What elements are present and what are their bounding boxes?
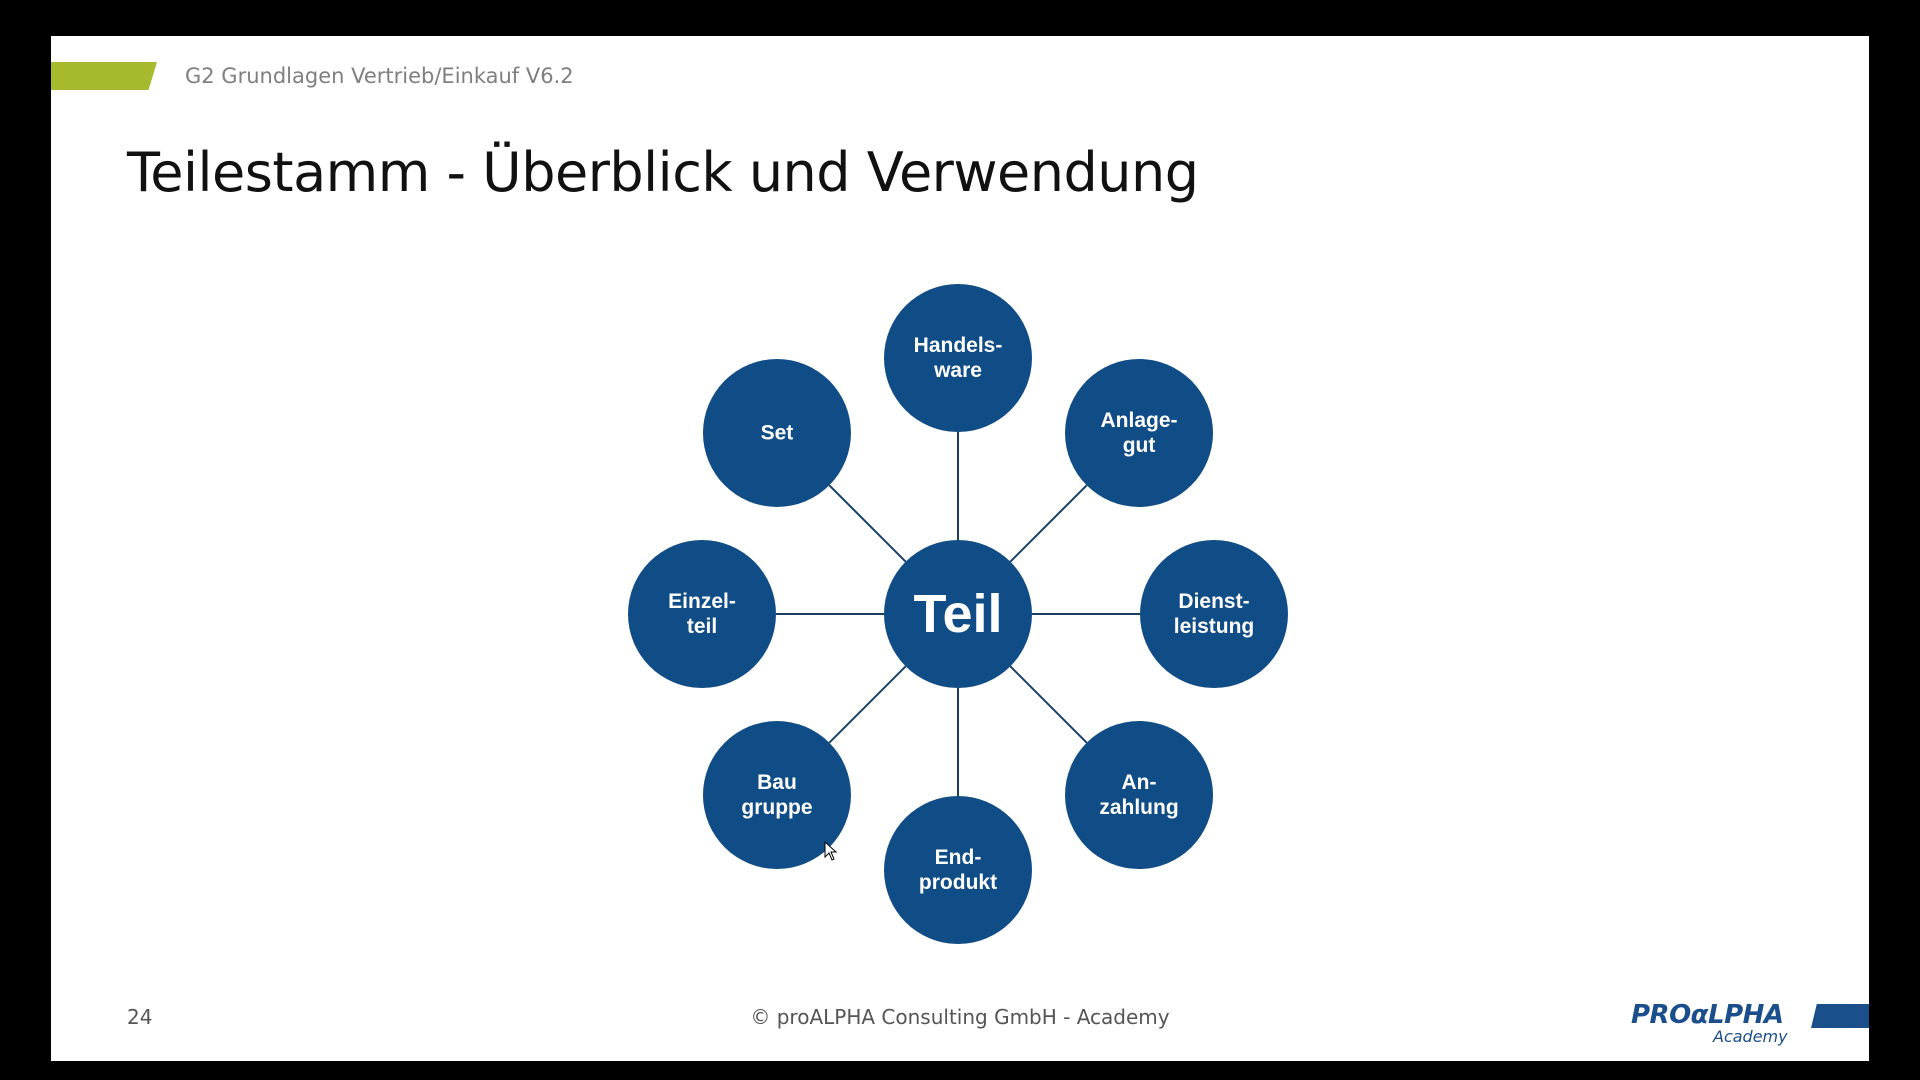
node-anzahlung-circle (1065, 721, 1214, 870)
node-baugruppe-label: Bau (757, 771, 797, 794)
logo-bar (1811, 1004, 1869, 1028)
node-handelsware: Handels-ware (884, 284, 1032, 432)
connector-set (828, 484, 907, 563)
node-einzelteil: Einzel-teil (628, 540, 776, 688)
connector-anlagegut (1009, 484, 1088, 563)
diagram-connectors (776, 432, 1140, 796)
node-anlagegut: Anlage-gut (1065, 358, 1214, 507)
teil-diagram: Handels-wareAnlage-gutDienst-leistungAn-… (628, 284, 1288, 944)
node-endprodukt-label: End- (935, 846, 982, 869)
node-baugruppe-circle (702, 721, 851, 870)
node-anzahlung-label: zahlung (1099, 796, 1178, 819)
slide: G2 Grundlagen Vertrieb/Einkauf V6.2 Teil… (51, 36, 1869, 1061)
copyright-text: © proALPHA Consulting GmbH - Academy (750, 1005, 1170, 1029)
node-handelsware-label: ware (933, 359, 982, 382)
node-anlagegut-circle (1065, 358, 1214, 507)
diagram-nodes: Handels-wareAnlage-gutDienst-leistungAn-… (628, 284, 1288, 944)
node-endprodukt-circle (884, 796, 1032, 944)
node-einzelteil-label: Einzel- (668, 590, 736, 613)
node-anlagegut-label: Anlage- (1101, 409, 1178, 432)
node-einzelteil-label: teil (687, 615, 717, 638)
node-anlagegut-label: gut (1123, 434, 1156, 457)
proalpha-logo: PROαLPHA Academy (1631, 998, 1869, 1048)
node-dienstleistung: Dienst-leistung (1140, 540, 1288, 688)
node-teil-circle (884, 540, 1032, 688)
logo-wordmark: PROαLPHA (1631, 1000, 1784, 1030)
accent-bar (51, 62, 157, 90)
node-anzahlung-label: An- (1122, 771, 1157, 794)
node-endprodukt: End-produkt (884, 796, 1032, 944)
node-set: Set (702, 358, 851, 507)
slide-title: Teilestamm - Überblick und Verwendung (127, 141, 1199, 204)
node-handelsware-label: Handels- (914, 334, 1003, 357)
node-endprodukt-label: produkt (919, 871, 997, 894)
node-set-label: Set (761, 421, 794, 444)
node-dienstleistung-circle (1140, 540, 1288, 688)
mouse-cursor-icon (824, 841, 838, 861)
node-dienstleistung-label: leistung (1174, 615, 1255, 638)
page-number: 24 (127, 1005, 153, 1029)
connector-anzahlung (1009, 665, 1088, 744)
course-label: G2 Grundlagen Vertrieb/Einkauf V6.2 (185, 64, 574, 88)
node-teil-label: Teil (913, 584, 1002, 644)
node-dienstleistung-label: Dienst- (1178, 590, 1249, 613)
node-einzelteil-circle (628, 540, 776, 688)
node-set-circle (702, 358, 851, 507)
node-anzahlung: An-zahlung (1065, 721, 1214, 870)
node-handelsware-circle (884, 284, 1032, 432)
logo-subtext: Academy (1713, 1027, 1788, 1046)
node-baugruppe-label: gruppe (741, 796, 812, 819)
connector-baugruppe (828, 665, 907, 744)
node-teil-center: Teil (884, 540, 1032, 688)
